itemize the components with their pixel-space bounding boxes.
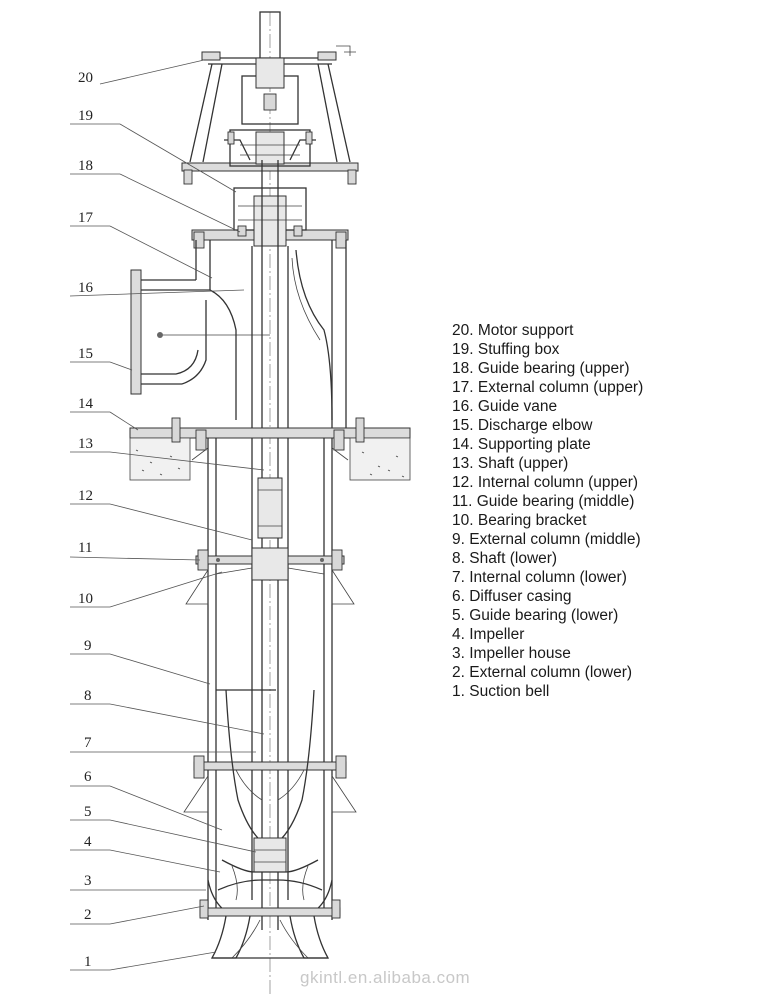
callout-10: 10	[78, 591, 93, 607]
shaft	[257, 160, 283, 930]
upper-guide-bearing	[191, 187, 349, 249]
stuffing-box	[181, 129, 359, 185]
impeller-house	[199, 879, 341, 919]
guide-vane	[209, 249, 333, 421]
callout-13: 13	[78, 436, 93, 452]
legend-item: 17. External column (upper)	[452, 379, 644, 396]
legend-item: 9. External column (middle)	[452, 531, 641, 548]
legend-item: 13. Shaft (upper)	[452, 455, 569, 472]
callout-6: 6	[84, 769, 92, 785]
callout-11: 11	[78, 540, 92, 556]
diffuser-casing	[183, 689, 357, 843]
callouts: 20 19 18 17 16 15 14 13 12 11 10 9	[69, 59, 265, 971]
callout-8: 8	[84, 688, 92, 704]
legend-item: 7. Internal column (lower)	[452, 569, 627, 586]
callout-3: 3	[84, 873, 92, 889]
callout-20: 20	[78, 70, 93, 86]
callout-12: 12	[78, 488, 93, 504]
callout-9: 9	[84, 638, 92, 654]
callout-18: 18	[78, 158, 93, 174]
discharge-elbow	[130, 269, 270, 395]
legend-item: 6. Diffuser casing	[452, 588, 572, 605]
legend-item: 14. Supporting plate	[452, 436, 591, 453]
legend-item: 8. Shaft (lower)	[452, 550, 558, 567]
callout-19: 19	[78, 108, 93, 124]
legend-item: 11. Guide bearing (middle)	[452, 493, 635, 510]
lower-guide-bearing	[253, 837, 287, 873]
callout-16: 16	[78, 280, 94, 296]
legend-item: 4. Impeller	[452, 626, 525, 643]
legend-item: 15. Discharge elbow	[452, 417, 593, 434]
motor-support	[189, 11, 356, 163]
callout-7: 7	[84, 735, 92, 751]
legend-item: 2. External column (lower)	[452, 664, 633, 681]
watermark: gkintl.en.alibaba.com	[300, 968, 471, 987]
external-column-middle	[207, 438, 333, 920]
callout-5: 5	[84, 804, 92, 820]
legend-item: 10. Bearing bracket	[452, 512, 587, 529]
legend-item: 3. Impeller house	[452, 645, 571, 662]
callout-2: 2	[84, 907, 92, 923]
legend-item: 12. Internal column (upper)	[452, 474, 639, 491]
parts-legend: 20. Motor support 19. Stuffing box 18. G…	[452, 321, 643, 701]
callout-17: 17	[78, 210, 94, 226]
impeller	[217, 859, 323, 901]
legend-item: 5. Guide bearing (lower)	[452, 607, 619, 624]
callout-1: 1	[84, 954, 92, 970]
legend-item: 1. Suction bell	[452, 683, 550, 700]
legend-item: 18. Guide bearing (upper)	[452, 360, 630, 377]
legend-item: 19. Stuffing box	[452, 341, 560, 358]
supporting-plate	[129, 417, 411, 481]
legend-item: 16. Guide vane	[452, 398, 558, 415]
legend-item: 20. Motor support	[452, 322, 574, 339]
callout-14: 14	[78, 396, 94, 412]
callout-4: 4	[84, 834, 92, 850]
suction-bell	[210, 915, 330, 959]
callout-15: 15	[78, 346, 93, 362]
